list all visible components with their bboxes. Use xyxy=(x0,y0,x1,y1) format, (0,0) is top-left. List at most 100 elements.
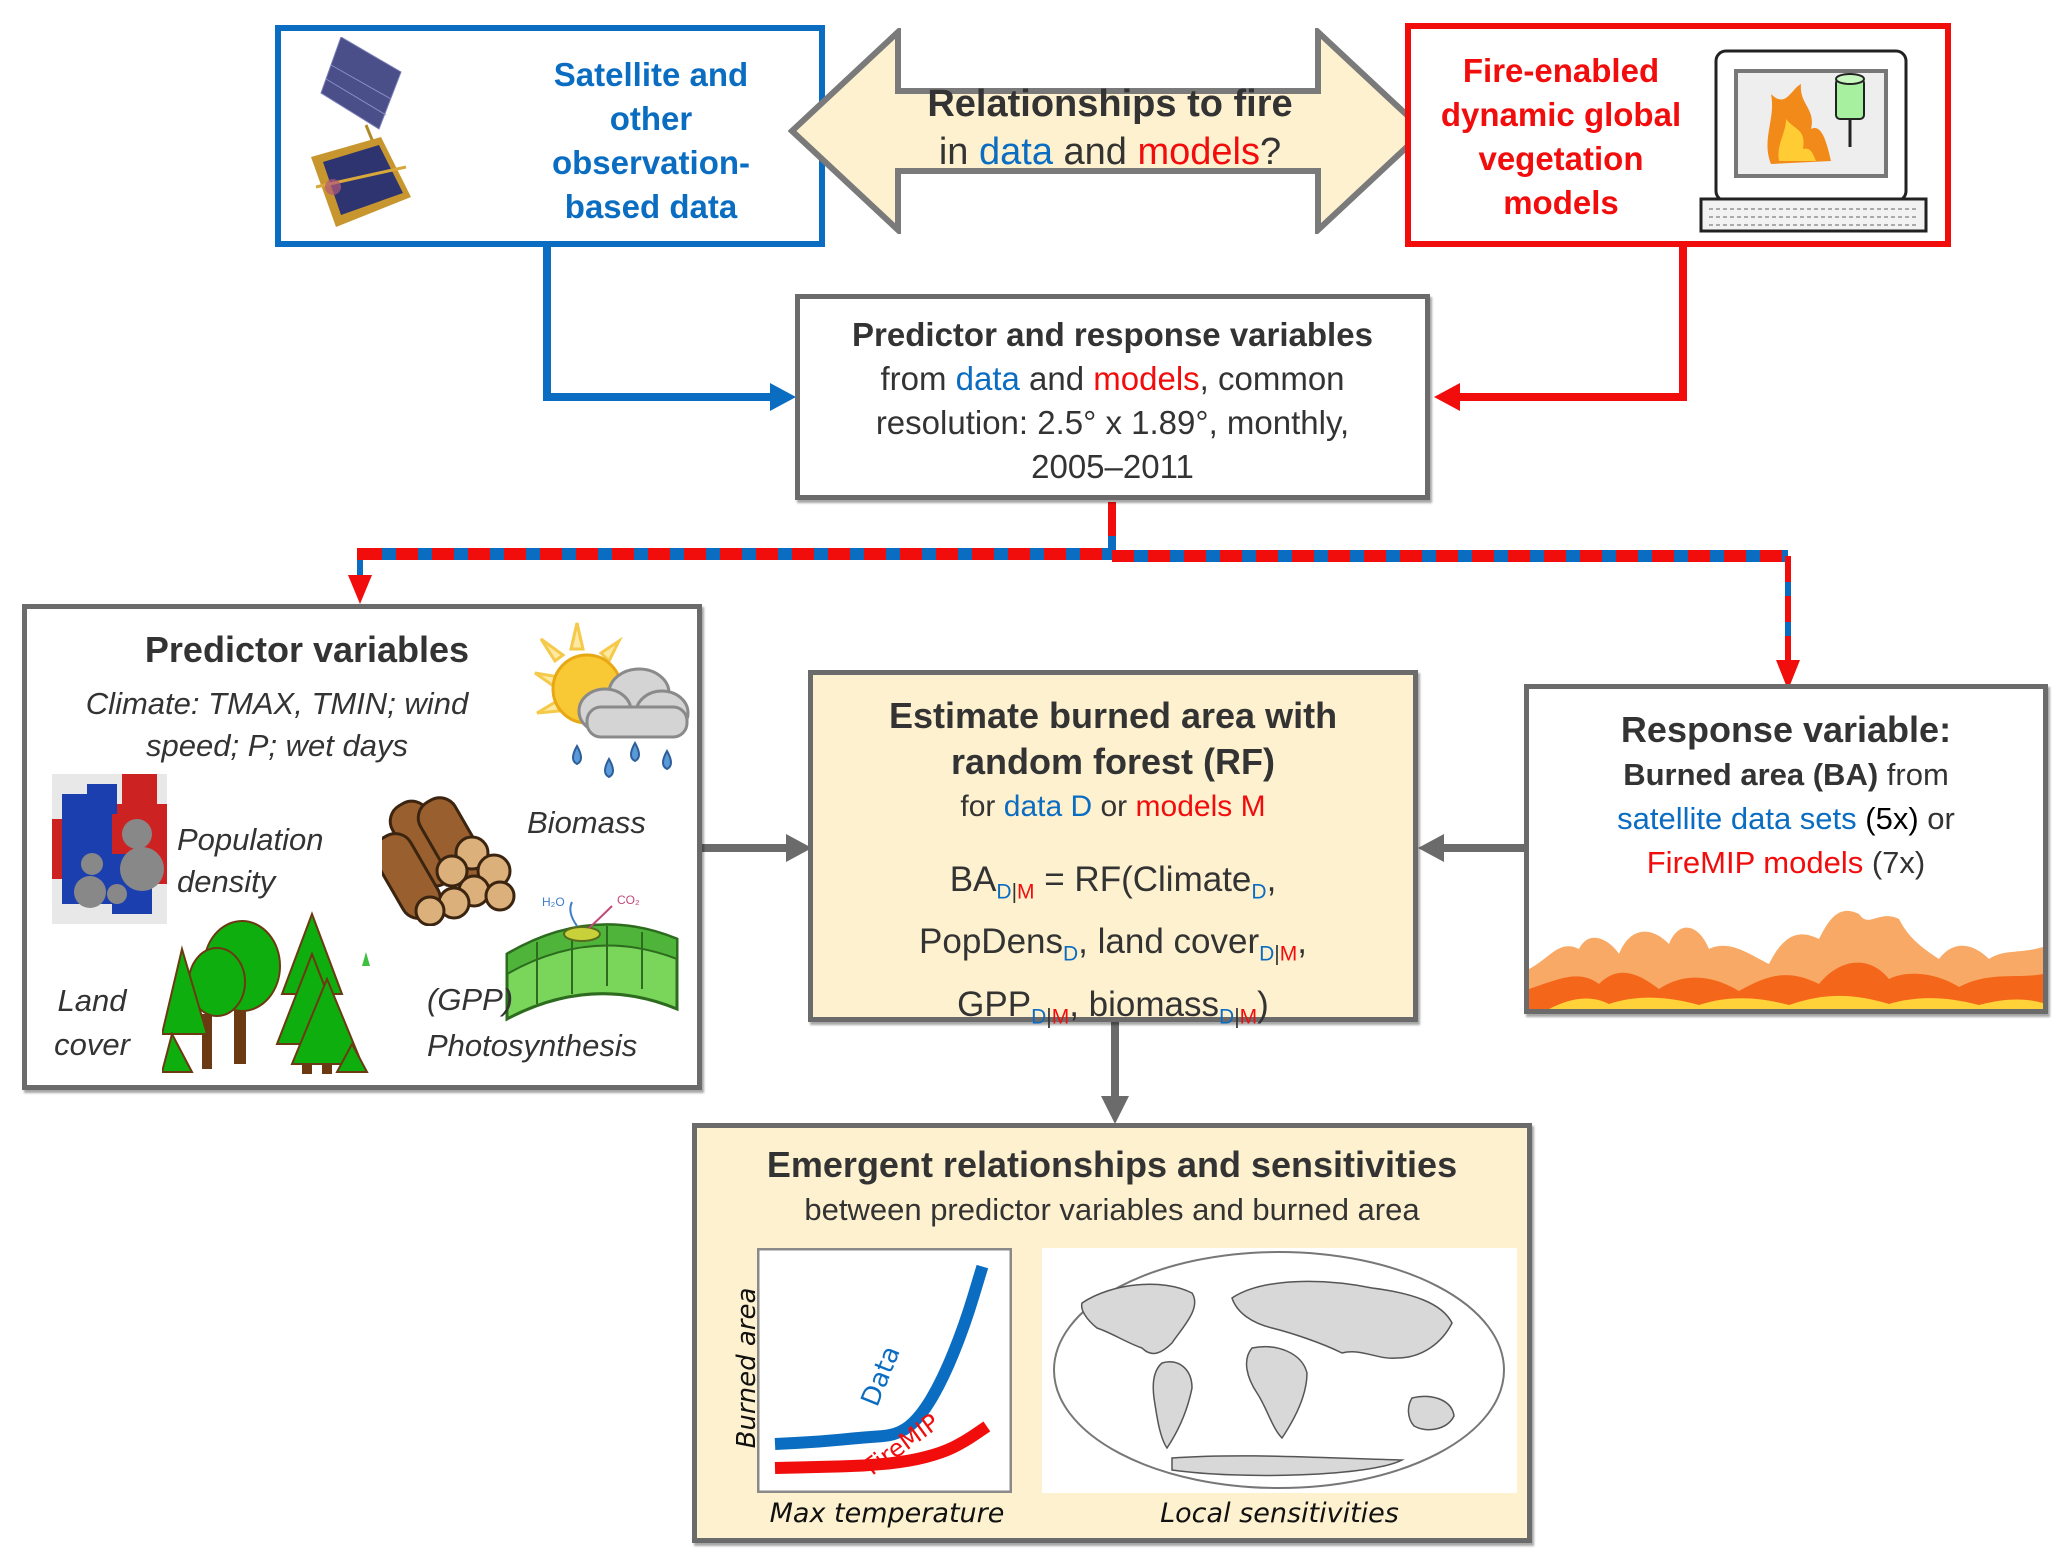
variables-from: from xyxy=(880,360,947,397)
predictor-title: Predictor variables xyxy=(144,629,470,670)
eq-comma: , xyxy=(1266,860,1277,899)
variables-box: Predictor and response variables from da… xyxy=(795,294,1430,500)
chart-xlabel: Max temperature xyxy=(769,1498,1005,1529)
rf-title-line-1: Estimate burned area with xyxy=(888,695,1338,736)
response-satellite-sets: satellite data sets xyxy=(1617,801,1857,836)
eq-sub-d: D xyxy=(1063,942,1079,966)
series-line-data xyxy=(774,1264,989,1450)
landcover-line-1: Land xyxy=(57,983,127,1018)
trees-icon xyxy=(162,911,370,1074)
response-title: Response variable: xyxy=(1620,709,1952,750)
observation-line-2: other xyxy=(609,100,693,137)
response-variable-box: Response variable: Burned area (BA) from… xyxy=(1524,684,2048,1014)
population-icon xyxy=(52,774,167,924)
variables-title: Predictor and response variables xyxy=(852,316,1373,353)
response-firemip-models: FireMIP models xyxy=(1646,845,1864,880)
map-caption: Local sensitivities xyxy=(1160,1498,1399,1529)
world-map-icon xyxy=(1053,1251,1505,1489)
arrowhead-blue xyxy=(770,383,796,411)
arrowhead-red xyxy=(1434,383,1460,411)
relationships-question: Relationships to fire in data and models… xyxy=(850,80,1370,176)
rf-for: for xyxy=(960,790,996,823)
eq-sub-bar: | xyxy=(1046,1005,1052,1029)
emergent-subtitle: between predictor variables and burned a… xyxy=(804,1192,1420,1227)
rf-title-line-2: random forest (RF) xyxy=(951,741,1275,782)
arrowhead-response-rf xyxy=(1418,834,1444,862)
observation-to-variables-connector xyxy=(543,247,770,401)
population-line-2: density xyxy=(177,864,276,899)
eq-sub-m: M xyxy=(1279,942,1298,966)
rel-data: data xyxy=(979,131,1053,173)
model-to-variables-connector xyxy=(1460,247,1687,401)
chart-plot-area: Data FireMIP xyxy=(756,1247,1013,1494)
eq-rf-climate: = RF(Climate xyxy=(1034,860,1252,899)
model-line-1: Fire-enabled xyxy=(1462,52,1660,89)
variables-models: models xyxy=(1093,360,1200,397)
eq-sub-d: D xyxy=(996,880,1012,904)
response-from: from xyxy=(1878,757,1949,792)
eq-gpp: GPP xyxy=(957,984,1032,1024)
response-7x: (7x) xyxy=(1863,845,1926,880)
eq-sub-m: M xyxy=(1017,880,1035,904)
logs-icon xyxy=(382,796,516,926)
satellite-icon xyxy=(311,37,411,227)
climate-line-2: speed; P; wet days xyxy=(146,728,408,763)
rf-models-m: models M xyxy=(1135,790,1266,823)
model-line-3: vegetation xyxy=(1478,140,1644,177)
chart-ylabel: Burned area xyxy=(732,1287,762,1449)
climate-line-1: Climate: TMAX, TMIN; wind xyxy=(85,686,469,721)
eq-sub-d: D xyxy=(1219,1005,1235,1029)
eq-comma: , xyxy=(1297,922,1307,962)
flames-icon xyxy=(1529,910,2043,1009)
relationship-chart: Data FireMIP xyxy=(756,1247,1013,1494)
eq-sub-d: D xyxy=(1031,1005,1047,1029)
gpp-line-2: Photosynthesis xyxy=(427,1028,638,1063)
variables-and: and xyxy=(1029,360,1085,397)
series-line-firemip xyxy=(774,1421,991,1475)
eq-biomass: , biomass xyxy=(1069,984,1220,1024)
eq-sub-m: M xyxy=(1051,1005,1070,1029)
rf-data-d: data D xyxy=(1003,790,1093,823)
gpp-line-1: (GPP) xyxy=(427,982,514,1017)
rel-question-mark: ? xyxy=(1260,131,1282,173)
response-ba: Burned area (BA) xyxy=(1623,757,1879,792)
model-line-4: models xyxy=(1503,184,1619,221)
landcover-line-2: cover xyxy=(54,1027,130,1062)
model-box: Fire-enabled dynamic global vegetation m… xyxy=(1405,23,1951,247)
model-line-2: dynamic global xyxy=(1440,96,1682,133)
rel-in: in xyxy=(938,131,969,173)
chart-frame xyxy=(756,1247,1013,1494)
predictor-variables-box: Predictor variables Climate: TMAX, TMIN;… xyxy=(22,604,702,1090)
eq-sub-d: D xyxy=(1259,942,1275,966)
eq-landcover: , land cover xyxy=(1078,922,1260,962)
emergent-relationships-box: Emergent relationships and sensitivities… xyxy=(692,1123,1532,1543)
arrowhead-left-branch xyxy=(348,575,372,604)
variables-data: data xyxy=(955,360,1020,397)
eq-sub-d: D xyxy=(1251,880,1267,904)
arrowhead-right-branch xyxy=(1776,660,1800,690)
observation-line-4: based data xyxy=(564,188,738,225)
arrowhead-rf-emergent xyxy=(1101,1096,1129,1124)
variables-resolution: resolution: 2.5° x 1.89°, monthly, xyxy=(875,404,1350,441)
rf-equation: BAD|M = RF(ClimateD, PopDensD, land cove… xyxy=(813,855,1413,1042)
eq-sub-bar: | xyxy=(1011,880,1018,904)
population-line-1: Population xyxy=(177,822,324,857)
leaf-cells-icon: H₂O CO₂ xyxy=(505,894,679,1022)
co2-label: CO₂ xyxy=(617,894,640,907)
observation-line-3: observation- xyxy=(551,144,751,181)
emergent-title: Emergent relationships and sensitivities xyxy=(766,1144,1458,1185)
observation-data-box: Satellite and other observation- based d… xyxy=(275,25,825,247)
random-forest-box: Estimate burned area with random forest … xyxy=(808,670,1418,1028)
eq-popdens: PopDens xyxy=(919,922,1063,962)
arrowhead-predictor-rf xyxy=(786,834,812,862)
variables-common: , common xyxy=(1199,360,1345,397)
rf-or: or xyxy=(1100,790,1128,823)
response-or: or xyxy=(1918,801,1955,836)
world-map xyxy=(1042,1248,1517,1493)
relationships-title: Relationships to fire xyxy=(927,83,1293,125)
weather-icon xyxy=(534,622,690,779)
eq-sub-bar: | xyxy=(1234,1005,1240,1029)
response-5x: (5x) xyxy=(1856,801,1919,836)
biomass-label: Biomass xyxy=(527,805,646,840)
